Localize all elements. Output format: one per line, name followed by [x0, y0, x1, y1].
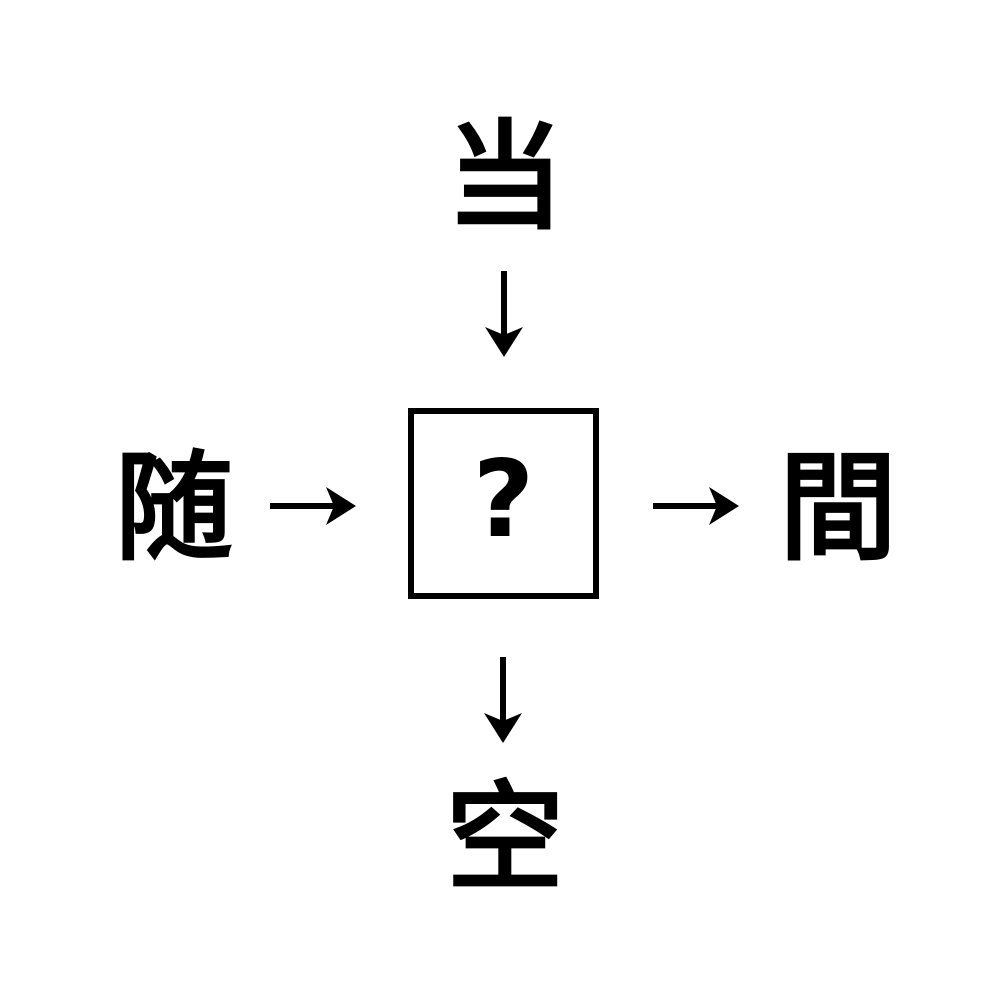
- question-mark: ?: [472, 437, 535, 561]
- arrow-right-icon: [653, 487, 739, 525]
- arrow-down-icon: [484, 657, 522, 743]
- answer-box: ?: [408, 408, 599, 599]
- kanji-bottom: 空: [445, 769, 565, 907]
- kanji-left: 随: [114, 439, 234, 577]
- arrow-down-icon: [485, 271, 523, 357]
- arrow-right-icon: [270, 487, 356, 525]
- kanji-right: 間: [778, 439, 898, 577]
- kanji-top: 当: [445, 108, 565, 246]
